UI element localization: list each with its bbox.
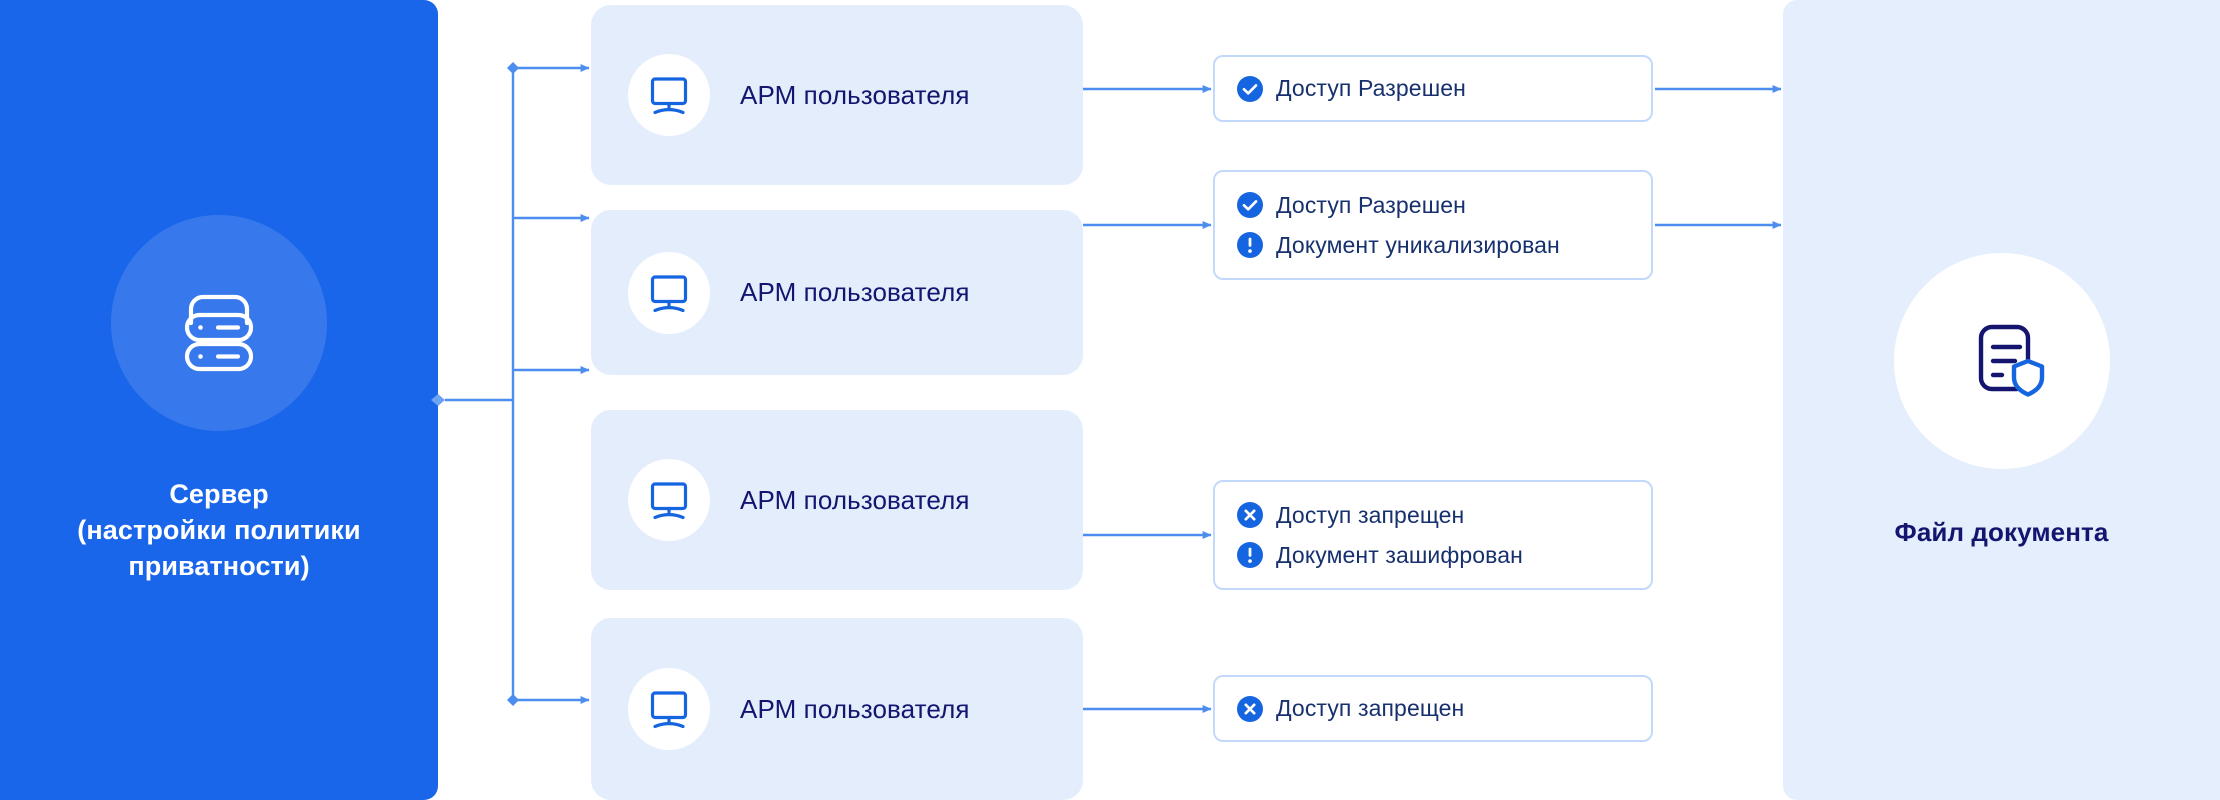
status-line: Доступ Разрешен [1237, 75, 1629, 102]
status-line: Документ зашифрован [1237, 542, 1629, 569]
check-circle-icon [1237, 75, 1263, 102]
status-text: Документ уникализирован [1276, 231, 1560, 258]
monitor-icon [628, 54, 710, 136]
status-box-4[interactable]: Доступ запрещен [1213, 675, 1653, 742]
workstation-label: АРМ пользователя [740, 79, 970, 110]
server-panel: Сервер (настройки политики приватности) [0, 0, 438, 800]
workstation-card-4[interactable]: АРМ пользователя [591, 618, 1083, 800]
status-box-3[interactable]: Доступ запрещен Документ зашифрован [1213, 480, 1653, 590]
server-trunk [431, 394, 513, 406]
exclamation-circle-icon [1237, 542, 1263, 568]
document-title: Файл документа [1894, 516, 2109, 547]
status-text: Доступ Разрешен [1276, 75, 1466, 101]
document-panel: Файл документа [1783, 0, 2220, 800]
status-line: Доступ запрещен [1237, 695, 1629, 722]
status-text: Документ зашифрован [1276, 541, 1523, 568]
workstation-label: АРМ пользователя [740, 484, 970, 515]
spine-top-node [507, 62, 519, 74]
monitor-icon [628, 668, 710, 750]
monitor-icon [628, 459, 710, 541]
workstation-label: АРМ пользователя [740, 277, 970, 307]
document-shield-icon [1949, 305, 2055, 416]
status-box-2[interactable]: Доступ Разрешен Документ уникализирован [1213, 170, 1653, 280]
document-icon-halo [1893, 252, 2110, 469]
workstation-card-3[interactable]: АРМ пользователя [591, 410, 1083, 590]
status-box-1[interactable]: Доступ Разрешен [1213, 55, 1653, 122]
workstation-card-2[interactable]: АРМ пользователя [591, 210, 1083, 375]
server-title: Сервер (настройки политики приватности) [77, 479, 361, 581]
status-line: Доступ запрещен [1237, 502, 1629, 529]
cross-circle-icon [1237, 695, 1263, 722]
status-line: Документ уникализирован [1237, 232, 1629, 259]
spine-bottom-node [507, 694, 519, 706]
check-circle-icon [1237, 192, 1263, 218]
monitor-icon [628, 251, 710, 334]
exclamation-circle-icon [1237, 232, 1263, 258]
workstation-card-1[interactable]: АРМ пользователя [591, 5, 1083, 185]
status-text: Доступ запрещен [1276, 501, 1465, 528]
workstation-label: АРМ пользователя [740, 693, 970, 724]
server-stack-icon [163, 265, 275, 382]
status-text: Доступ Разрешен [1276, 191, 1466, 218]
status-line: Доступ Разрешен [1237, 192, 1629, 219]
cross-circle-icon [1237, 502, 1263, 528]
server-icon-halo [111, 215, 327, 432]
status-text: Доступ запрещен [1276, 695, 1465, 721]
